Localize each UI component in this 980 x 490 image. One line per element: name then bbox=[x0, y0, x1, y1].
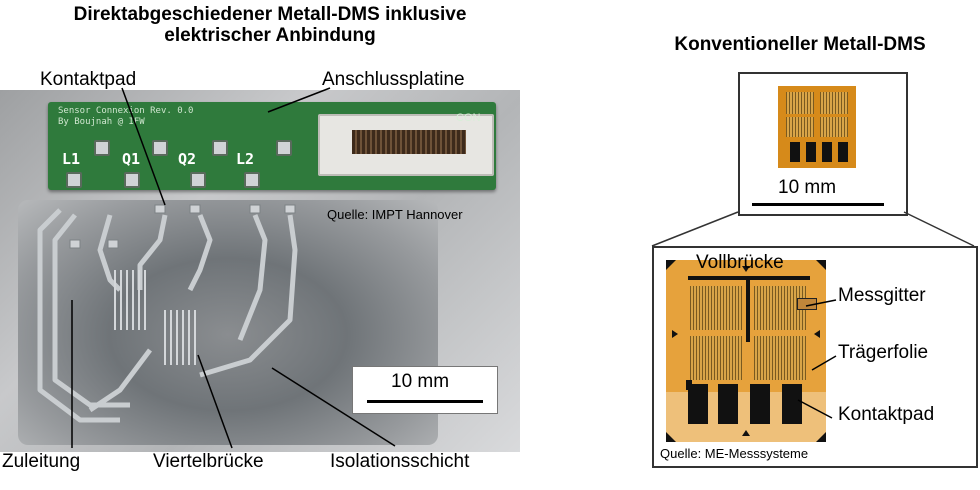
right-scale-bar bbox=[752, 203, 884, 206]
pcb-pad bbox=[190, 172, 206, 188]
leader-anschlussplatine bbox=[267, 87, 331, 113]
left-scale-label: 10 mm bbox=[391, 371, 450, 392]
small-chip-pad bbox=[822, 142, 832, 162]
pcb-pad bbox=[124, 172, 140, 188]
substrate-pad-1 bbox=[69, 239, 81, 249]
left-scale-box: 10 mm bbox=[352, 366, 498, 414]
corner-mark-tr bbox=[816, 260, 826, 270]
corner-mark-bl bbox=[666, 432, 676, 442]
left-title-line2: elektrischer Anbindung bbox=[164, 25, 376, 46]
small-chip-grid bbox=[786, 117, 814, 137]
measuring-grid-tl bbox=[690, 286, 742, 330]
chip-markers bbox=[666, 260, 826, 442]
pcb-text-line1: Sensor Connexion Rev. 0.0 bbox=[58, 106, 194, 116]
zoom-line-right bbox=[903, 211, 975, 247]
contact-pad bbox=[718, 384, 738, 424]
leader-isolationsschicht bbox=[271, 367, 396, 447]
pcb-text-line2: By Boujnah @ IFW bbox=[58, 117, 145, 127]
gauge-grid-2 bbox=[164, 310, 196, 365]
contact-pad bbox=[782, 384, 802, 424]
contact-pad bbox=[688, 384, 708, 424]
strain-gauge-traces bbox=[37, 204, 298, 423]
connector-label: CON bbox=[456, 112, 481, 124]
leader-viertelbruecke bbox=[197, 354, 233, 449]
leader-kontaktpad bbox=[121, 87, 166, 206]
label-messgitter: Messgitter bbox=[838, 285, 926, 306]
substrate-pad-2 bbox=[107, 239, 119, 249]
trace-7 bbox=[199, 214, 298, 378]
pcb-pad bbox=[276, 140, 292, 156]
gauge-grid-1 bbox=[114, 270, 146, 330]
trace-5 bbox=[187, 214, 213, 292]
label-kontaktpad-right: Kontaktpad bbox=[838, 404, 935, 425]
corner-mark-br bbox=[816, 432, 826, 442]
trace-8 bbox=[88, 348, 152, 413]
pcb-label-q1: Q1 bbox=[122, 150, 141, 168]
pcb-silkscreen: Sensor Connexion Rev. 0.0 By Boujnah @ I… bbox=[58, 106, 193, 128]
leader-messgitter bbox=[805, 299, 837, 307]
substrate-pad-3 bbox=[154, 204, 166, 214]
substrate-pad-6 bbox=[284, 204, 296, 214]
left-title-line1: Direktabgeschiedener Metall-DMS inklusiv… bbox=[73, 4, 467, 25]
pcb-pad bbox=[94, 140, 110, 156]
source-impt: Quelle: IMPT Hannover bbox=[327, 207, 463, 222]
substrate-pad-4 bbox=[189, 204, 201, 214]
source-me: Quelle: ME-Messsysteme bbox=[660, 446, 809, 461]
pcb-label-l1: L1 bbox=[62, 150, 81, 168]
label-zuleitung: Zuleitung bbox=[2, 451, 81, 472]
trace-6 bbox=[237, 214, 268, 341]
right-title: Konventioneller Metall-DMS bbox=[674, 34, 926, 55]
pcb-pad bbox=[66, 172, 82, 188]
right-scale-label: 10 mm bbox=[778, 177, 837, 198]
zoom-line-left bbox=[651, 211, 739, 247]
pcb-pad bbox=[152, 140, 168, 156]
label-viertelbruecke: Viertelbrücke bbox=[153, 451, 264, 472]
label-vollbruecke: Vollbrücke bbox=[696, 252, 784, 273]
small-chip-pad bbox=[806, 142, 816, 162]
label-kontaktpad: Kontaktpad bbox=[40, 69, 137, 90]
full-bridge-trace bbox=[746, 280, 750, 342]
leader-traegerfolie bbox=[811, 355, 837, 371]
small-chip-pad bbox=[790, 142, 800, 162]
corner-mark-tl bbox=[666, 260, 676, 270]
label-anschlussplatine: Anschlussplatine bbox=[322, 69, 465, 90]
small-chip-grid bbox=[820, 117, 848, 137]
small-chip-pad bbox=[838, 142, 848, 162]
left-leader-lines bbox=[71, 87, 396, 449]
label-traegerfolie: Trägerfolie bbox=[838, 342, 929, 363]
zuleitung-trace-2 bbox=[52, 213, 130, 408]
substrate-pad-5 bbox=[249, 204, 261, 214]
left-title: Direktabgeschiedener Metall-DMS inklusiv… bbox=[0, 4, 540, 46]
zuleitung-trace-1 bbox=[37, 208, 120, 423]
label-isolationsschicht: Isolationsschicht bbox=[330, 451, 470, 472]
full-bridge-trace bbox=[688, 276, 810, 280]
marker-triangle-top bbox=[742, 266, 750, 272]
measuring-grid-br bbox=[754, 336, 806, 380]
pcb-pad bbox=[244, 172, 260, 188]
leader-kontaktpad-right bbox=[797, 399, 833, 419]
connector-pins bbox=[352, 130, 466, 154]
marker-triangle-right bbox=[814, 330, 820, 338]
small-chip-grid bbox=[786, 92, 814, 114]
small-chip-grid bbox=[820, 92, 848, 114]
marker-triangle-left bbox=[672, 330, 678, 338]
measuring-grid-bl bbox=[690, 336, 742, 380]
marker-triangle-bottom bbox=[742, 430, 750, 436]
pcb-label-l2: L2 bbox=[236, 150, 255, 168]
pcb-pad bbox=[212, 140, 228, 156]
contact-pad bbox=[750, 384, 770, 424]
pcb-label-q2: Q2 bbox=[178, 150, 197, 168]
left-scale-bar bbox=[367, 400, 483, 403]
